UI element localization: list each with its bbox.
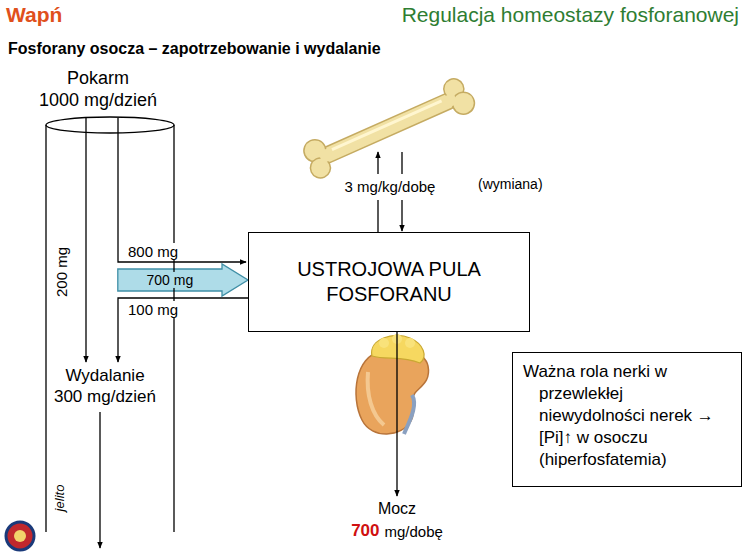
excretion-amount: 300 mg/dzień xyxy=(54,387,156,407)
urine-arrow xyxy=(396,332,397,496)
intestine-cylinder: 200 mg Wydalanie300 mg/dzień jelito xyxy=(45,116,175,532)
flow-amount: 100 mg xyxy=(126,301,180,318)
flow-amount: 800 mg xyxy=(126,243,180,260)
kidney-illustration xyxy=(356,334,429,434)
organ-name: jelito xyxy=(53,485,68,512)
bone-illustration xyxy=(299,73,477,181)
urine-label: Mocz xyxy=(378,500,416,518)
cylinder-outline xyxy=(45,116,175,532)
section-name: Wapń xyxy=(6,3,62,27)
exchange-rate: 3 mg/kg/dobę xyxy=(343,178,438,195)
slide-title: Regulacja homeostazy fosforanowej xyxy=(402,3,739,27)
excretion-label: Wydalanie xyxy=(65,366,144,386)
university-emblem xyxy=(6,522,34,550)
subtitle: Fosforany osocza – zapotrzebowanie i wyd… xyxy=(8,40,381,58)
phosphate-pool-box: USTROJOWA PULA FOSFORANU xyxy=(248,232,530,332)
flow-amount: 200 mg xyxy=(53,247,70,297)
flow-lines xyxy=(86,118,248,548)
urine-unit: mg/dobę xyxy=(385,523,443,540)
food-label: Pokarm xyxy=(67,68,129,89)
note-box: Ważna rola nerki w przewlekłej niewydoln… xyxy=(512,352,742,487)
pool-label: USTROJOWA PULA FOSFORANU xyxy=(297,257,481,307)
note-text: Ważna rola nerki w przewlekłej niewydoln… xyxy=(539,361,731,471)
flow-arrow xyxy=(118,264,248,296)
exchange-note: (wymiana) xyxy=(478,176,543,192)
flow-amount: 700 mg xyxy=(147,272,194,288)
urine-amount: 700 xyxy=(351,521,379,541)
food-amount: 1000 mg/dzień xyxy=(39,90,157,111)
